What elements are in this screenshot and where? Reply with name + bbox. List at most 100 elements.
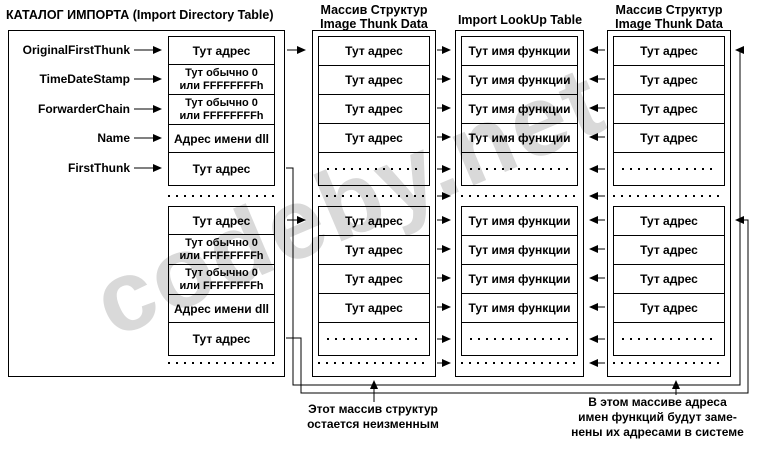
- import-descriptor-1: Тут адрес Тут обычно 0 или FFFFFFFFh Тут…: [168, 36, 275, 186]
- cell-address: Тут адрес: [614, 66, 724, 95]
- dotted-continuation: [613, 195, 725, 197]
- dots: [621, 168, 717, 170]
- dotted-continuation: [613, 362, 725, 364]
- cell-time-date-stamp: Тут обычно 0 или FFFFFFFFh: [169, 65, 274, 95]
- field-pointer-arrows: [134, 46, 162, 172]
- dotted-continuation: [614, 153, 724, 185]
- dotted-continuation: [462, 323, 577, 355]
- cell-forwarder-chain: Тут обычно 0 или FFFFFFFFh: [169, 95, 274, 125]
- annotation-line: имен функций будут заме-: [578, 410, 737, 424]
- cell-address: Тут адрес: [319, 294, 429, 323]
- cell-function-name: Тут имя функции: [462, 294, 577, 323]
- cell-function-name: Тут имя функции: [462, 207, 577, 236]
- iat-group-1: Тут адрес Тут адрес Тут адрес Тут адрес: [613, 36, 725, 186]
- dotted-continuation: [318, 195, 430, 197]
- cell-line: Тут обычно 0: [185, 96, 258, 109]
- cell-forwarder-chain: Тут обычно 0 или FFFFFFFFh: [169, 265, 274, 295]
- field-label-name: Name: [97, 131, 130, 145]
- cell-first-thunk: Тут адрес: [192, 332, 251, 346]
- dots: [326, 168, 422, 170]
- cell-function-name: Тут имя функции: [462, 95, 577, 124]
- cell-address: Тут адрес: [614, 236, 724, 265]
- cell-dll-name-address: Адрес имени dll: [169, 295, 274, 323]
- cell-function-name: Тут имя функции: [462, 66, 577, 95]
- cell-address: Тут адрес: [614, 37, 724, 66]
- cell-original-first-thunk: Тут адрес: [169, 37, 274, 65]
- thunk-to-lookup-arrows: [437, 46, 451, 367]
- dots: [470, 338, 569, 340]
- thunk-array-left-title: Массив Структур Image Thunk Data: [306, 3, 442, 31]
- field-label-timedatestamp: TimeDateStamp: [39, 72, 130, 86]
- cell-address: Тут адрес: [319, 207, 429, 236]
- dotted-continuation: [462, 153, 577, 185]
- annotation-replaced-addresses: В этом массиве адреса имен функций будут…: [550, 395, 760, 440]
- dotted-continuation: [318, 362, 430, 364]
- originalfirstthunk-arrows: [287, 46, 306, 224]
- import-descriptor-2: Тут адрес Тут обычно 0 или FFFFFFFFh Тут…: [168, 206, 275, 356]
- annotation-pointer-arrows: [370, 380, 680, 402]
- title-line: Массив Структур: [320, 3, 428, 17]
- cell-address: Тут адрес: [319, 66, 429, 95]
- dotted-continuation: [168, 195, 278, 197]
- thunk-array-right-box: [607, 30, 731, 377]
- cell-line: или FFFFFFFFh: [179, 79, 264, 92]
- dotted-continuation: [461, 195, 578, 197]
- cell-function-name: Тут имя функции: [462, 236, 577, 265]
- dotted-continuation: [319, 323, 429, 355]
- cell-address: Тут адрес: [614, 207, 724, 236]
- lookup-group-1: Тут имя функции Тут имя функции Тут имя …: [461, 36, 578, 186]
- cell-address: Тут адрес: [319, 95, 429, 124]
- lookup-table-box: [455, 30, 584, 377]
- cell-line: Тут обычно 0: [185, 266, 258, 279]
- field-label-originalfirstthunk: OriginalFirstThunk: [22, 43, 130, 57]
- cell-dll-name-address: Адрес имени dll: [169, 125, 274, 153]
- import-directory-title: КАТАЛОГ ИМПОРТА (Import Directory Table): [6, 8, 274, 22]
- annotation-line: В этом массиве адреса: [588, 395, 727, 409]
- lookup-group-2: Тут имя функции Тут имя функции Тут имя …: [461, 206, 578, 356]
- iat-group-2: Тут адрес Тут адрес Тут адрес Тут адрес: [613, 206, 725, 356]
- firstthunk-to-iat-paths: [286, 46, 749, 394]
- cell-address: Тут адрес: [614, 294, 724, 323]
- cell-line: или FFFFFFFFh: [179, 109, 264, 122]
- thunk-array-right-title: Массив Структур Image Thunk Data: [601, 3, 737, 31]
- field-label-forwarderchain: ForwarderChain: [37, 102, 130, 116]
- cell-line: или FFFFFFFFh: [179, 249, 264, 262]
- lookup-table-title: Import LookUp Table: [457, 13, 583, 27]
- cell-function-name: Тут имя функции: [462, 265, 577, 294]
- field-label-firstthunk: FirstThunk: [68, 161, 130, 175]
- cell-address: Тут адрес: [614, 95, 724, 124]
- annotation-line: нены их адресами в системе: [571, 425, 744, 439]
- annotation-unchanged-array: Этот массив структур остается неизменным: [288, 402, 458, 432]
- iat-to-lookup-arrows: [589, 46, 605, 367]
- thunk-group-2: Тут адрес Тут адрес Тут адрес Тут адрес: [318, 206, 430, 356]
- cell-address: Тут адрес: [319, 124, 429, 153]
- thunk-group-1: Тут адрес Тут адрес Тут адрес Тут адрес: [318, 36, 430, 186]
- cell-line: Тут обычно 0: [185, 66, 258, 79]
- title-line: Image Thunk Data: [320, 17, 428, 31]
- cell-line: или FFFFFFFFh: [179, 279, 264, 292]
- cell-original-first-thunk: Тут адрес: [169, 207, 274, 235]
- annotation-line: Этот массив структур: [308, 402, 438, 416]
- dotted-continuation: [614, 323, 724, 355]
- dotted-continuation: [461, 362, 578, 364]
- cell-first-thunk: Тут адрес: [192, 162, 251, 176]
- dots: [326, 338, 422, 340]
- cell-function-name: Тут имя функции: [462, 37, 577, 66]
- thunk-array-left-box: [312, 30, 436, 377]
- cell-address: Тут адрес: [319, 265, 429, 294]
- import-directory-box: [8, 30, 285, 377]
- cell-address: Тут адрес: [614, 124, 724, 153]
- cell-function-name: Тут имя функции: [462, 124, 577, 153]
- dots: [470, 168, 569, 170]
- cell-address: Тут адрес: [319, 236, 429, 265]
- title-line: Image Thunk Data: [615, 17, 723, 31]
- annotation-line: остается неизменным: [307, 417, 439, 431]
- cell-address: Тут адрес: [614, 265, 724, 294]
- cell-line: Тут обычно 0: [185, 236, 258, 249]
- title-line: Массив Структур: [615, 3, 723, 17]
- dotted-continuation: [168, 362, 278, 364]
- cell-time-date-stamp: Тут обычно 0 или FFFFFFFFh: [169, 235, 274, 265]
- dotted-continuation: [319, 153, 429, 185]
